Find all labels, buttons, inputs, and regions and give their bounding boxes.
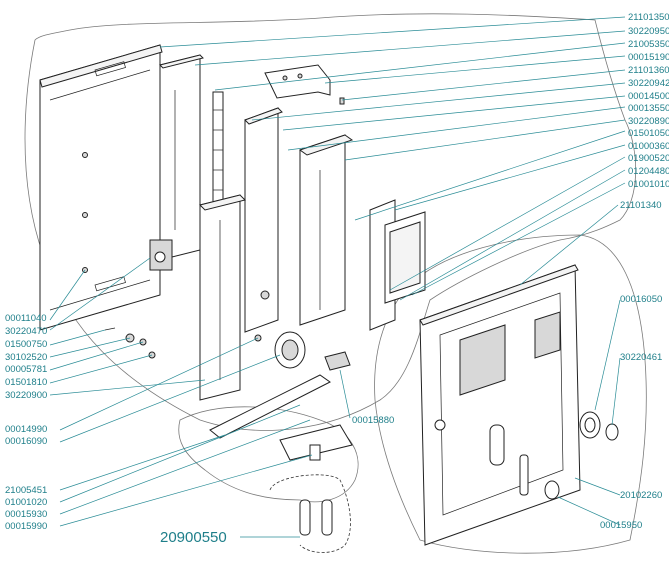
label-30220461: 30220461: [620, 352, 662, 363]
left-column-part: [199, 194, 246, 401]
label-30220900: 30220900: [5, 390, 47, 401]
label-30220942: 30220942: [628, 78, 669, 89]
label-21005350: 21005350: [628, 39, 669, 50]
label-00005781: 00005781: [5, 364, 47, 375]
door-part: [419, 264, 581, 546]
round-cap-part: [605, 423, 619, 441]
label-01900520: 01900520: [628, 153, 669, 164]
label-20900550: 20900550: [160, 529, 227, 546]
label-00015190: 00015190: [628, 52, 669, 63]
round-cap-bottom-part: [544, 480, 560, 500]
assembly-outline-upper: [24, 13, 637, 431]
label-01001020: 01001020: [5, 497, 47, 508]
side-panel-part: [39, 44, 163, 331]
label-30220950: 30220950: [628, 26, 669, 37]
label-21101360: 21101360: [628, 65, 669, 76]
label-01501050: 01501050: [628, 128, 669, 139]
assembly-outline-door: [374, 234, 647, 554]
label-00014500: 00014500: [628, 91, 669, 102]
assembly-outline-lower: [178, 406, 359, 503]
handle-part: [269, 474, 351, 553]
label-01204480: 01204480: [628, 166, 669, 177]
label-00016090: 00016090: [5, 436, 47, 447]
label-00015880: 00015880: [352, 415, 394, 426]
handle-bracket-part: [279, 424, 353, 461]
label-00014990: 00014990: [5, 424, 47, 435]
label-00016050: 00016050: [620, 294, 662, 305]
gasket-ring-part: [579, 411, 601, 439]
label-01001010: 01001010: [628, 179, 669, 190]
label-01501810: 01501810: [5, 377, 47, 388]
label-00013550: 00013550: [628, 103, 669, 114]
label-30220890: 30220890: [628, 116, 669, 127]
label-00015990: 00015990: [5, 521, 47, 532]
label-01000360: 01000360: [628, 141, 669, 152]
label-00015930: 00015930: [5, 509, 47, 520]
label-00011040: 00011040: [5, 313, 47, 324]
block-part: [324, 351, 351, 371]
labels-door-area: 00016050 30220461 20102260 00015950: [600, 294, 662, 531]
label-21101350: 21101350: [628, 12, 669, 23]
leader-lines: [49, 16, 626, 538]
label-01500750: 01500750: [5, 339, 47, 350]
label-20102260: 20102260: [620, 490, 662, 501]
top-bracket-part: [264, 64, 331, 99]
motor-assembly-part: [274, 331, 306, 369]
label-30102520: 30102520: [5, 352, 47, 363]
cross-rail-part: [209, 374, 331, 439]
label-21101340: 21101340: [620, 200, 662, 211]
door-glass-frame-part: [369, 199, 426, 331]
labels-left-column: 00011040 30220470 01500750 30102520 0000…: [5, 313, 394, 546]
labels-right-column: 21101350 30220950 21005350 00015190 2110…: [620, 12, 669, 211]
label-21005451: 21005451: [5, 485, 47, 496]
label-00015950: 00015950: [600, 520, 642, 531]
right-column-part: [298, 134, 354, 326]
small-pin-part: [339, 97, 345, 105]
label-30220470: 30220470: [5, 326, 47, 337]
